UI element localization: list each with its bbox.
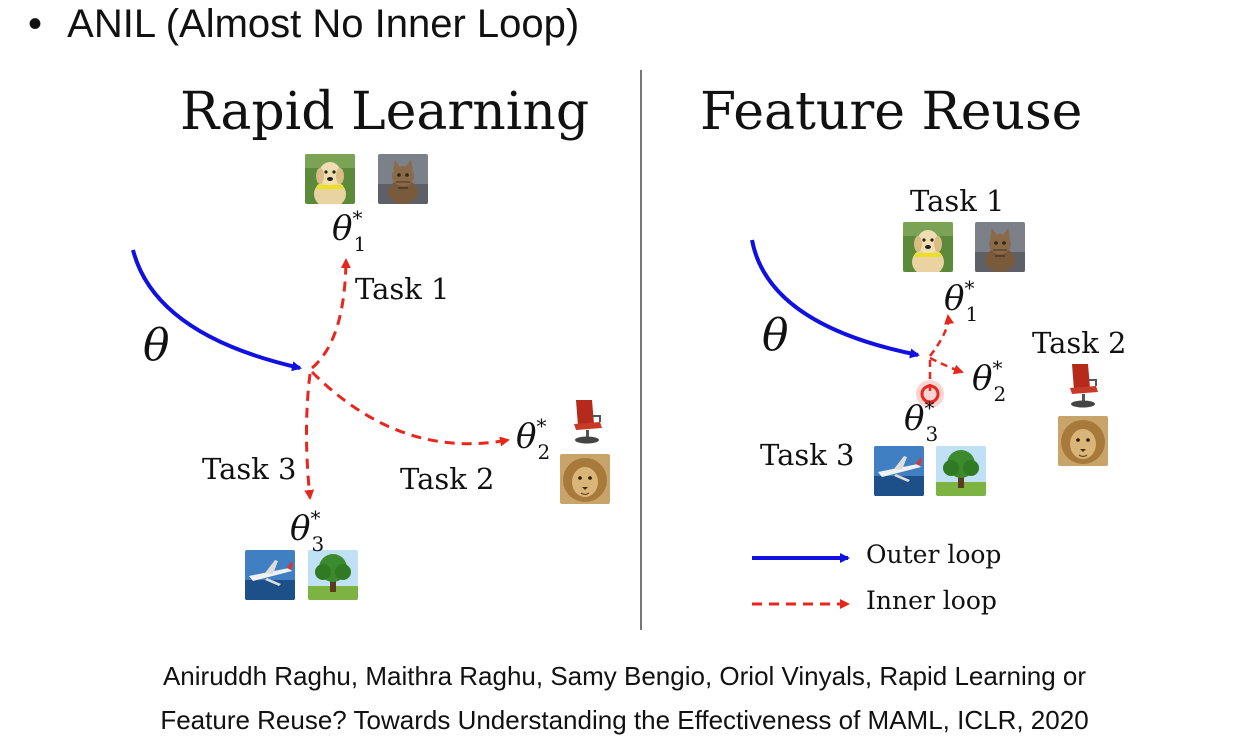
right-theta-label: θ xyxy=(762,310,789,361)
right-task1-dog-image xyxy=(903,222,953,272)
right-task3-label: Task 3 xyxy=(760,438,855,472)
right-task2-lion-image xyxy=(1058,416,1108,466)
right-task1-cat-image xyxy=(975,222,1025,272)
legend-inner-loop-label: Inner loop xyxy=(866,586,997,615)
right-inner-loop-task2-arrow xyxy=(929,356,964,375)
left-task2-label: Task 2 xyxy=(400,462,495,496)
left-outer-loop-arrow xyxy=(131,249,302,372)
right-task3-tree-image xyxy=(936,446,986,496)
legend-outer-loop-label: Outer loop xyxy=(866,540,1002,569)
left-task1-label: Task 1 xyxy=(355,272,450,306)
right-task3-airplane-image xyxy=(874,446,924,496)
bullet-symbol: • xyxy=(28,2,43,46)
right-task1-label: Task 1 xyxy=(910,184,1005,218)
right-inner-loop-task1-arrow xyxy=(929,314,955,357)
left-inner-loop-task3-arrow xyxy=(304,373,315,500)
left-inner-loop-task2-arrow xyxy=(310,370,510,447)
left-theta1-star: θ*1 xyxy=(332,206,367,257)
panel-divider xyxy=(640,70,642,630)
right-panel-title: Feature Reuse xyxy=(700,82,1083,142)
right-theta1-star: θ*1 xyxy=(944,276,979,327)
right-task2-label: Task 2 xyxy=(1032,326,1127,360)
slide-title: • ANIL (Almost No Inner Loop) xyxy=(28,2,579,47)
right-outer-loop-arrow xyxy=(750,239,920,359)
left-inner-loop-task1-arrow xyxy=(311,258,351,370)
cursor-highlight xyxy=(920,384,940,404)
left-theta2-star: θ*2 xyxy=(516,414,551,465)
left-theta-label: θ xyxy=(143,320,170,371)
right-theta2-star: θ*2 xyxy=(972,356,1007,407)
left-theta3-star: θ*3 xyxy=(290,506,325,557)
left-panel-title: Rapid Learning xyxy=(180,82,590,142)
right-theta3-star: θ*3 xyxy=(904,396,939,447)
citation-line-1: Aniruddh Raghu, Maithra Raghu, Samy Beng… xyxy=(162,661,1087,691)
slide-title-text: ANIL (Almost No Inner Loop) xyxy=(67,2,580,46)
citation-line-2: Feature Reuse? Towards Understanding the… xyxy=(160,705,1089,735)
left-task3-label: Task 3 xyxy=(202,452,297,486)
right-task2-chair-image xyxy=(1058,360,1108,410)
